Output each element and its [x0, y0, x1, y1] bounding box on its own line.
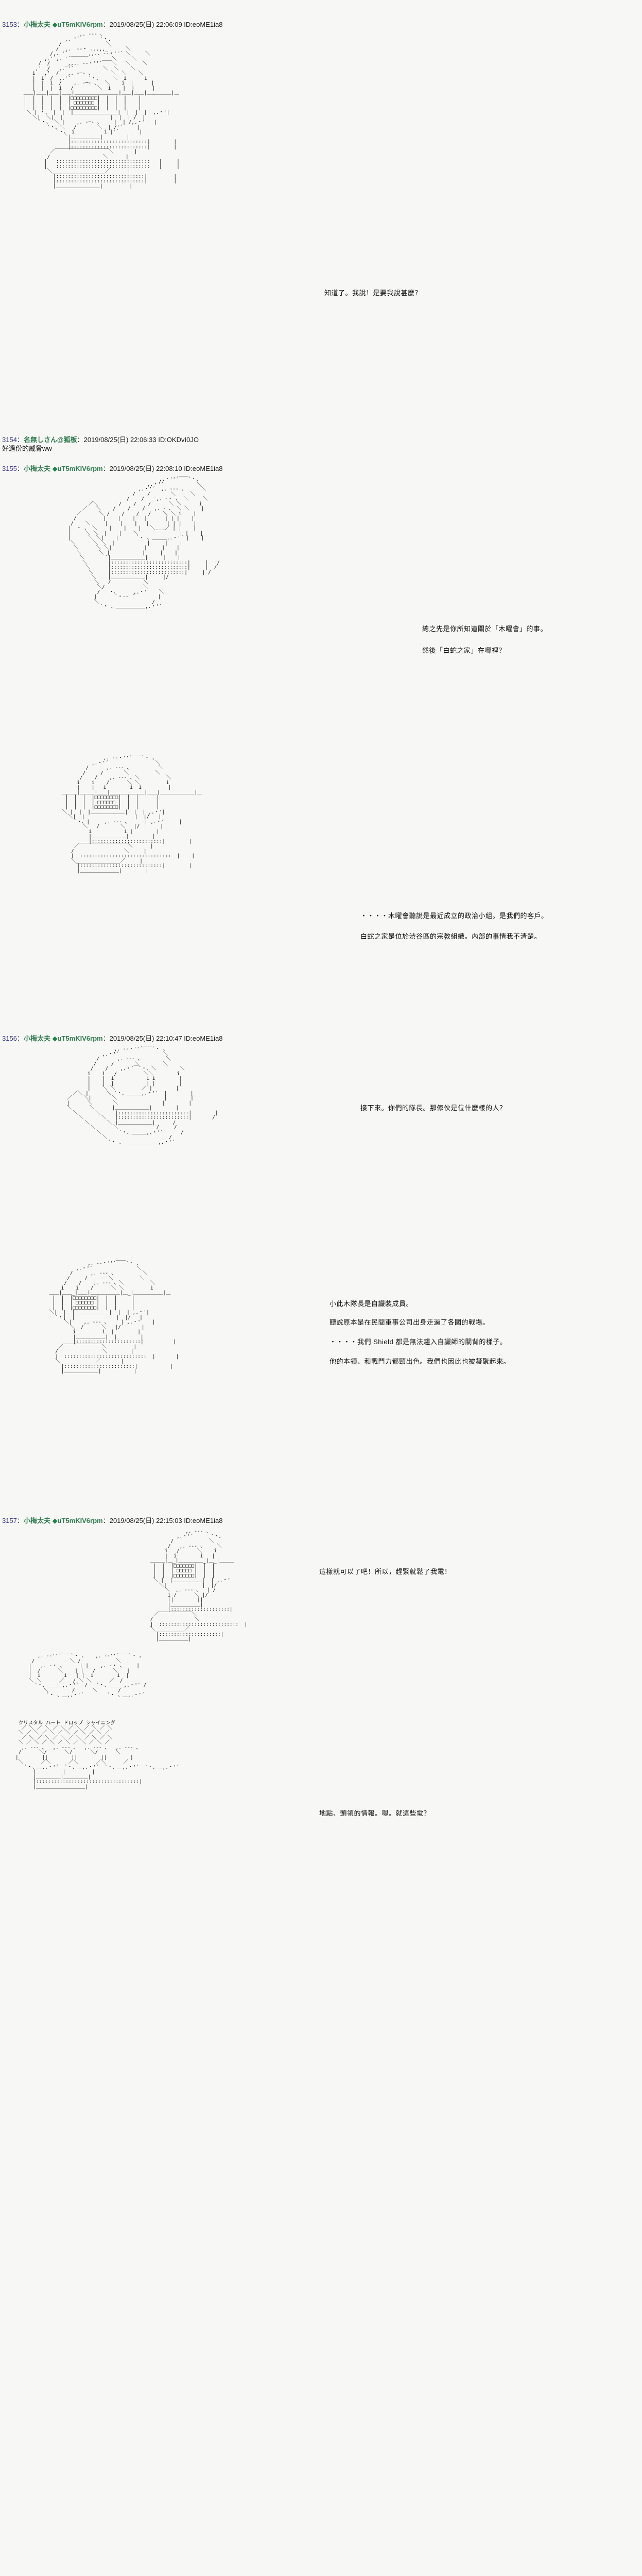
tripcode-diamond-icon: ◆ [52, 21, 58, 28]
post-tripcode: uT5mKIV6rpm [57, 21, 103, 28]
post-id: ID:OKDvI0JO [158, 436, 199, 444]
post-number[interactable]: 3155 [2, 465, 17, 472]
post-tripcode: uT5mKIV6rpm [57, 465, 103, 472]
post-separator: ： [16, 465, 24, 472]
post-body-3154: 好過份的威脅ww [2, 445, 52, 452]
post-separator-2: ： [102, 1517, 110, 1524]
speech-line: 他的本領、和戰鬥力都頸出色。我們也因此也被凝聚起來。 [329, 1358, 511, 1365]
post-separator-2: ： [102, 21, 110, 28]
post-author-name[interactable]: 小梅太夫 [23, 1517, 50, 1524]
post-separator-2: ： [77, 436, 84, 444]
post-header-3157: 3157：小梅太夫 ◆uT5mKIV6rpm：2019/08/25(日) 22:… [0, 1517, 642, 1525]
speech-line: 然後「白蛇之家」在哪裡？ [422, 647, 506, 654]
post-number[interactable]: 3154 [2, 436, 17, 444]
post-separator-2: ： [102, 465, 110, 472]
speech-line: 知道了。我說！是要我說甚麼？ [324, 289, 422, 297]
post-number[interactable]: 3156 [2, 1035, 17, 1042]
post-date: 2019/08/25(日) 22:06:09 [109, 21, 182, 28]
post-separator: ： [16, 21, 24, 28]
ascii-art: ,. -‐・''´￣￣`・ 、 ,.・'´ ＼ / ,. -‐- 、 ＼ / /… [62, 755, 202, 874]
tripcode-diamond-icon: ◆ [52, 465, 58, 472]
post-header-3153: 3153：小梅太夫 ◆uT5mKIV6rpm：2019/08/25(日) 22:… [0, 21, 642, 29]
speech-line: 小此木隊長是自讝裝成員。 [329, 1300, 413, 1308]
aa-block-3157-a: ,. -‐- 、 ,.・'´ `・、 / ＼ / ,. -‐- 、 ＼ i / … [0, 1525, 642, 1654]
post-author-name[interactable]: 名無しさん@狐板 [23, 436, 77, 444]
post-author-name[interactable]: 小梅太夫 [23, 465, 50, 472]
post-id: ID:eoME1ia8 [184, 21, 223, 28]
post-author-name[interactable]: 小梅太夫 [23, 21, 50, 28]
speech-line: ・・・・木曜會聽說是最近成立的政治小組。是我們的客戶。 [360, 912, 548, 920]
aa-block-3156-a: ,. -‐・''´￣￣`・ 、 ,.・'´ ＼ / ,. -‐- 、 ＼ / /… [0, 1043, 642, 1259]
post-separator: ： [16, 1035, 24, 1042]
ascii-art: ,. --- 、 ,. '´ `・. / ＼ / ,. --・ ...,,_ ＼… [23, 31, 180, 189]
post-date: 2019/08/25(日) 22:08:10 [109, 465, 182, 472]
aa-block-3156-b: ,. -‐・''´￣￣`・ 、 ,.・'´ ＼ / ,. -‐- 、 ＼ / /… [0, 1259, 642, 1517]
post-gap [0, 453, 642, 465]
post-date: 2019/08/25(日) 22:06:33 [83, 436, 157, 444]
post-id: ID:eoME1ia8 [184, 1517, 223, 1524]
aa-block-3157-c: クリスタル ハート ドロップ シャイニング ／ ＼ ／ ＼ ／ ＼ ／ ＼ ／ … [0, 1721, 642, 1865]
post-tripcode: uT5mKIV6rpm [57, 1517, 103, 1524]
ascii-art: ,.・''´￣￣`・、 ,.・'´ ＼ ,.・'´ ,. -‐- 、 ＼ / /… [67, 477, 220, 609]
thread-page: 3153：小梅太夫 ◆uT5mKIV6rpm：2019/08/25(日) 22:… [0, 0, 642, 1865]
post-separator-2: ： [102, 1035, 110, 1042]
tripcode-diamond-icon: ◆ [52, 1035, 58, 1042]
post-number[interactable]: 3153 [2, 21, 17, 28]
aa-block-3153: ,. --- 、 ,. '´ `・. / ＼ / ,. --・ ...,,_ ＼… [0, 29, 642, 436]
speech-line: 接下來。你們的隊長。那傢伙是位什麼樣的人？ [360, 1104, 507, 1112]
ascii-art: ,. -‐・''´￣￣`・ 、 ,.・'´ ＼ / ,. -‐- 、 ＼ / /… [49, 1261, 179, 1374]
post-tripcode: uT5mKIV6rpm [57, 1035, 103, 1042]
speech-line: 這樣就可以了吧！所以，趕緊就鬆了我電！ [319, 1568, 452, 1575]
aa-block-3155-a: ,.・''´￣￣`・、 ,.・'´ ＼ ,.・'´ ,. -‐- 、 ＼ / /… [0, 473, 642, 754]
post-number[interactable]: 3157 [2, 1517, 17, 1524]
aa-block-3155-b: ,. -‐・''´￣￣`・ 、 ,.・'´ ＼ / ,. -‐- 、 ＼ / /… [0, 754, 642, 1035]
post-date: 2019/08/25(日) 22:15:03 [109, 1517, 182, 1524]
speech-line: 總之先是你所知道關於「木曜會」的事。 [422, 625, 548, 633]
post-header-3155: 3155：小梅太夫 ◆uT5mKIV6rpm：2019/08/25(日) 22:… [0, 465, 642, 473]
post-header-3154: 3154：名無しさん@狐板：2019/08/25(日) 22:06:33 ID:… [0, 436, 642, 444]
post-header-3156: 3156：小梅太夫 ◆uT5mKIV6rpm：2019/08/25(日) 22:… [0, 1035, 642, 1043]
speech-line: 白蛇之家是位於渋谷區的宗教組織。內部的事情我不清楚。 [360, 933, 542, 940]
post-id: ID:eoME1ia8 [184, 1035, 223, 1042]
ascii-art: ,. -‐・''´￣￣`・ 、 ,.・'´ ＼ / ,. -‐- 、 ＼ / /… [67, 1046, 218, 1145]
post-separator: ： [16, 1517, 24, 1524]
post-date: 2019/08/25(日) 22:10:47 [109, 1035, 182, 1042]
speech-line: 聽說原本是在民間軍事公司出身走過了各國的戰場。 [329, 1318, 490, 1326]
top-spacer [0, 0, 642, 21]
post-id: ID:eoME1ia8 [184, 465, 223, 472]
tripcode-diamond-icon: ◆ [52, 1517, 58, 1524]
speech-line: 地點、頭領的情報。嗯。就這些電？ [319, 1809, 431, 1817]
ascii-art: ,. -‐- 、 ,.・'´ `・、 / ＼ / ,. -‐- 、 ＼ i / … [150, 1529, 248, 1642]
speech-line: ・・・・我們 Shield 都是無法趨入自讝師的關背的樣子。 [329, 1338, 507, 1346]
aa-block-3157-b: ,. -‐''´￣￣`・ 、 ,. -‐''´￣￣`・ 、 / ＼ / ＼ | … [0, 1654, 642, 1721]
post-separator: ： [16, 436, 24, 444]
ascii-art: ,. -‐''´￣￣`・ 、 ,. -‐''´￣￣`・ 、 / ＼ / ＼ | … [28, 1653, 147, 1698]
post-author-name[interactable]: 小梅太夫 [23, 1035, 50, 1042]
ascii-art: クリスタル ハート ドロップ シャイニング ／ ＼ ／ ＼ ／ ＼ ／ ＼ ／ … [15, 1720, 179, 1790]
